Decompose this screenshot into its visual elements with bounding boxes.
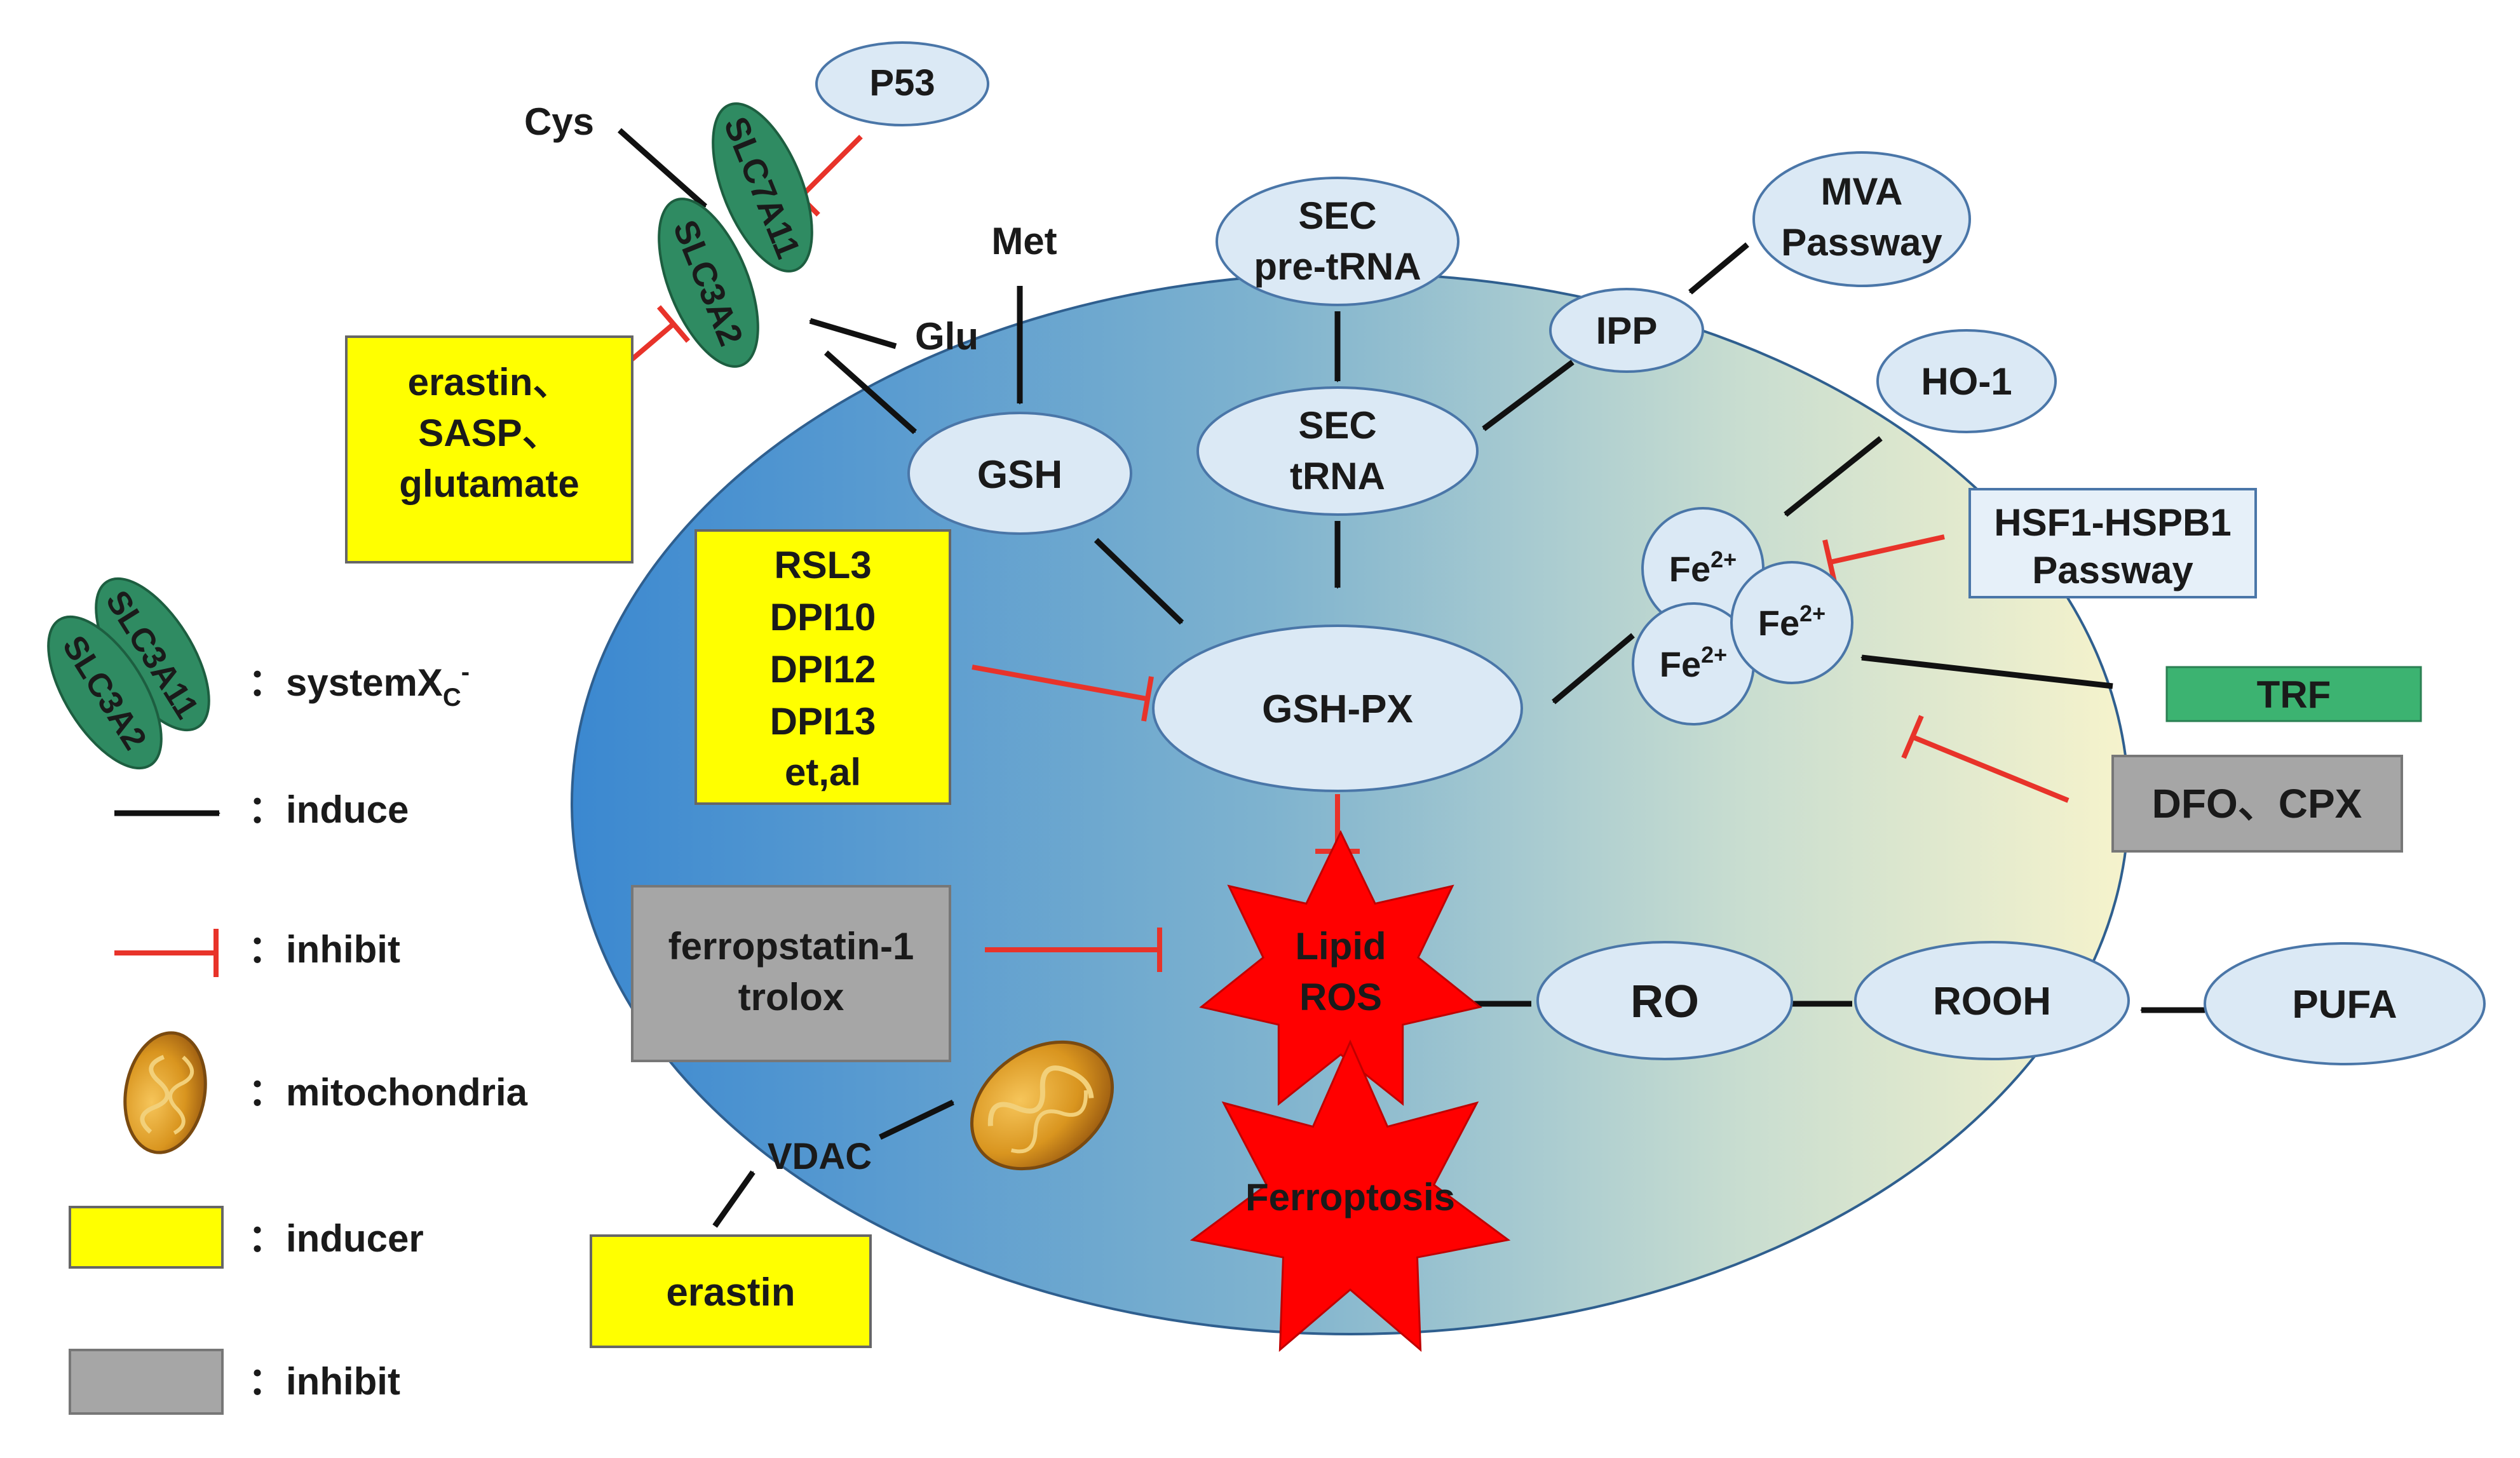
- box-erastin-sasp-glutamate: erastin、 SASP、 glutamate: [345, 335, 633, 564]
- label-rooh: ROOH: [1933, 980, 2051, 1023]
- text-dpi12: DPI12: [770, 648, 876, 691]
- legend-inhibit: ：inhibit: [248, 928, 400, 971]
- text-dpi10: DPI10: [770, 596, 876, 638]
- node-ro: RO: [1536, 941, 1793, 1060]
- label-sec-trna-line2: tRNA: [1290, 455, 1385, 497]
- star-lipid-ros: Lipid ROS: [1199, 830, 1482, 1106]
- label-vdac: VDAC: [768, 1136, 872, 1177]
- node-gsh: GSH: [907, 412, 1132, 535]
- legend: SLC3A11 SLC3A2 ：systemXC- ：induce ：inhib…: [47, 577, 528, 1415]
- legend-systemxc: ：systemXC-: [248, 658, 470, 712]
- text-rsl3: RSL3: [774, 544, 871, 586]
- mitochondria-image: [970, 1040, 1114, 1171]
- legend-inhibit-line: [114, 929, 219, 977]
- arrow-trf-fe: [1862, 654, 2113, 689]
- label-p53: P53: [869, 62, 935, 104]
- box-rsl3-group: RSL3 DPI10 DPI12 DPI13 et,al: [694, 529, 951, 805]
- inhibit-rsl3-gshpx: [972, 665, 1154, 722]
- label-gsh: GSH: [977, 453, 1062, 497]
- label-met: Met: [991, 220, 1057, 262]
- label-gsh-px: GSH-PX: [1262, 687, 1413, 731]
- induce-arrows: [618, 128, 2205, 1228]
- label-ipp: IPP: [1596, 309, 1658, 352]
- inhibit-dfo-fe: [1901, 715, 2070, 803]
- node-ipp: IPP: [1549, 288, 1704, 373]
- node-p53: P53: [815, 41, 989, 126]
- label-lipid: Lipid: [1295, 925, 1386, 968]
- node-rooh: ROOH: [1854, 941, 2130, 1060]
- text-erastin-sasp-line2: SASP、: [418, 412, 560, 454]
- legend-inducer: ：inducer: [248, 1217, 424, 1260]
- legend-induce: ：induce: [248, 788, 409, 831]
- label-glu: Glu: [915, 315, 979, 358]
- node-sec-trna: SEC tRNA: [1196, 386, 1479, 516]
- text-trolox: trolox: [738, 976, 844, 1018]
- arrow-ho1-fe: [1784, 436, 1883, 517]
- star-ferroptosis: Ferroptosis: [1189, 1039, 1511, 1353]
- node-sec-pre-trna: SEC pre-tRNA: [1216, 177, 1460, 306]
- legend-inducer-swatch: [69, 1206, 224, 1269]
- text-hsf1-line1: HSF1-HSPB1: [1994, 501, 2231, 544]
- text-erastin-sasp-line1: erastin、: [408, 361, 571, 403]
- arrow-erastin-vdac: [712, 1170, 755, 1228]
- inhibit-ferrostatin-lipidros: [985, 928, 1162, 972]
- legend-mitochondria: ：mitochondria: [248, 1071, 528, 1114]
- node-gsh-px: GSH-PX: [1152, 624, 1523, 792]
- node-mva-passway: MVA Passway: [1752, 151, 1971, 287]
- label-ros: ROS: [1299, 976, 1382, 1018]
- label-mva-line1: MVA: [1821, 170, 1903, 213]
- text-erastin-sasp-line3: glutamate: [399, 462, 579, 505]
- text-erastin: erastin: [666, 1271, 795, 1314]
- text-etal: et,al: [785, 751, 861, 793]
- label-sec-pre-line2: pre-tRNA: [1254, 245, 1421, 288]
- label-ferroptosis: Ferroptosis: [1245, 1176, 1455, 1218]
- text-dpi13: DPI13: [770, 700, 876, 743]
- arrow-gsh-gshpx: [1094, 537, 1184, 625]
- arrow-slc-gsh: [824, 350, 917, 435]
- node-pufa: PUFA: [2204, 942, 2486, 1065]
- box-dfo-cpx: DFO、CPX: [2111, 755, 2403, 853]
- legend-mitochondria-icon: [123, 1031, 207, 1154]
- node-fe-3: Fe2+: [1632, 602, 1755, 726]
- text-ferrostatin: ferropstatin-1: [668, 925, 914, 968]
- box-trf: TRF: [2165, 666, 2422, 722]
- label-ho1: HO-1: [1921, 360, 2012, 403]
- label-fe-1: Fe2+: [1669, 546, 1737, 589]
- text-dfo-cpx: DFO、CPX: [2152, 781, 2362, 827]
- arrow-mva-ipp: [1688, 242, 1749, 295]
- text-trf: TRF: [2257, 673, 2331, 716]
- node-ho1: HO-1: [1876, 329, 2057, 433]
- box-hsf1-hspb1-passway: HSF1-HSPB1 Passway: [1968, 488, 2257, 598]
- text-hsf1-line2: Passway: [2032, 549, 2193, 591]
- arrow-vdac-mitochondria: [879, 1099, 953, 1140]
- label-mva-line2: Passway: [1781, 221, 1942, 264]
- label-ro: RO: [1630, 976, 1699, 1027]
- arrow-cys-slc7a11: [618, 128, 707, 209]
- arrow-ipp-sectrna: [1482, 360, 1575, 431]
- label-cys: Cys: [524, 100, 594, 143]
- arrow-glu-slc: [810, 318, 897, 349]
- label-fe-2: Fe2+: [1758, 600, 1826, 643]
- arrow-fe-gshpx: [1552, 633, 1635, 705]
- legend-inhibit-swatch: [69, 1349, 224, 1415]
- legend-inhibit-box: ：inhibit: [248, 1360, 400, 1403]
- box-erastin: erastin: [590, 1234, 872, 1348]
- label-pufa: PUFA: [2292, 983, 2397, 1027]
- label-sec-pre-line1: SEC: [1298, 194, 1376, 237]
- label-fe-3: Fe2+: [1660, 642, 1727, 684]
- box-ferrostatin-trolox: ferropstatin-1 trolox: [631, 885, 951, 1062]
- node-fe-2: Fe2+: [1730, 561, 1853, 684]
- label-sec-trna-line1: SEC: [1298, 404, 1376, 447]
